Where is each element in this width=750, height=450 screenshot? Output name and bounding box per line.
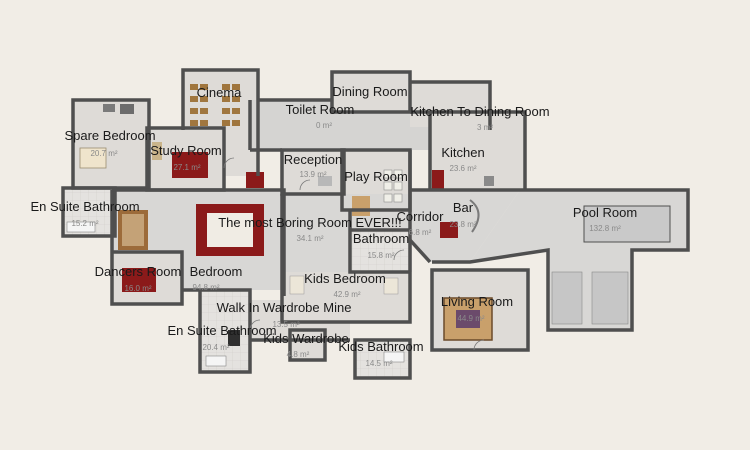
room-play-room[interactable]: Play Room [344,169,408,184]
room-label: Reception [284,152,343,167]
room-area: 20.4 m² [202,343,229,352]
room-area: 0 m² [316,121,332,130]
room-walk-in-wardrobe[interactable]: Walk In Wardrobe Mine 13.5 m² [217,300,352,329]
room-area: 15.2 m² [71,219,98,228]
room-area: 6.8 m² [409,228,432,237]
room-bar[interactable]: Bar 23.8 m² [449,200,476,229]
room-label: Cinema [197,85,243,100]
room-kids-bathroom[interactable]: Kids Bathroom 14.5 m² [338,339,423,368]
room-area: 44.9 m² [457,314,484,323]
room-label: Pool Room [573,205,637,220]
room-label: Living Room [441,294,513,309]
room-area: 23.8 m² [449,220,476,229]
room-label: The most Boring Room EVER!!! [218,215,402,230]
room-area: 42.9 m² [333,290,360,299]
room-area: 13.9 m² [299,170,326,179]
room-label: Bar [453,200,474,215]
room-label: Kids Bedroom [304,271,386,286]
room-cinema[interactable]: Cinema [197,85,243,100]
room-kids-wardrobe[interactable]: Kids Wardrobe 4.8 m² [263,331,349,359]
room-kitchen-to-dining-room[interactable]: Kitchen To Dining Room 3 m² [410,104,549,132]
room-label: Play Room [344,169,408,184]
walls [61,68,690,380]
room-area: 16.0 m² [124,284,151,293]
room-area: 20.7 m² [90,149,117,158]
room-area: 27.1 m² [173,163,200,172]
room-area: 94.8 m² [192,283,219,292]
room-label: Kitchen [441,145,484,160]
room-label: Toilet Room [286,102,355,117]
room-area: 13.5 m² [272,320,299,329]
room-label: Dancers Room [95,264,182,279]
room-label: En Suite Bathroom [30,199,139,214]
room-study-room[interactable]: Study Room 27.1 m² [150,143,222,172]
room-label: Kids Bathroom [338,339,423,354]
room-area: 23.6 m² [449,164,476,173]
room-label: Kitchen To Dining Room [410,104,549,119]
doors [223,157,485,351]
furniture [66,84,671,367]
room-toilet-room[interactable]: Toilet Room 0 m² [286,102,355,130]
room-reception[interactable]: Reception 13.9 m² [284,152,343,179]
room-label: Spare Bedroom [64,128,155,143]
room-area: 3 m² [477,123,493,132]
room-pool-room[interactable]: Pool Room 132.8 m² [573,205,637,233]
room-spare-bedroom[interactable]: Spare Bedroom 20.7 m² [64,128,155,158]
room-en-suite-bathroom-2[interactable]: En Suite Bathroom 20.4 m² [167,323,276,352]
room-label: Dining Room [332,84,407,99]
room-area: 34.1 m² [296,234,323,243]
room-label: Bathroom [353,231,409,246]
room-label: Study Room [150,143,222,158]
room-label: Kids Wardrobe [263,331,349,346]
room-kids-bedroom[interactable]: Kids Bedroom 42.9 m² [304,271,386,299]
room-corridor[interactable]: Corridor 6.8 m² [397,209,445,237]
room-bedroom[interactable]: Bedroom 94.8 m² [190,264,243,292]
room-label: Corridor [397,209,445,224]
room-label: Walk In Wardrobe Mine [217,300,352,315]
room-dancers-room[interactable]: Dancers Room 16.0 m² [95,264,182,293]
room-the-most-boring-room[interactable]: The most Boring Room EVER!!! 34.1 m² [218,215,402,243]
room-living-room[interactable]: Living Room 44.9 m² [441,294,513,323]
room-dining-room[interactable]: Dining Room [332,84,407,99]
room-label: Bedroom [190,264,243,279]
room-kitchen[interactable]: Kitchen 23.6 m² [441,145,484,173]
room-area: 4.8 m² [287,350,310,359]
room-label: En Suite Bathroom [167,323,276,338]
room-bathroom[interactable]: Bathroom 15.8 m² [353,231,409,260]
room-area: 14.5 m² [365,359,392,368]
room-area: 132.8 m² [589,224,621,233]
room-en-suite-bathroom-1[interactable]: En Suite Bathroom 15.2 m² [30,199,139,228]
room-area: 15.8 m² [367,251,394,260]
